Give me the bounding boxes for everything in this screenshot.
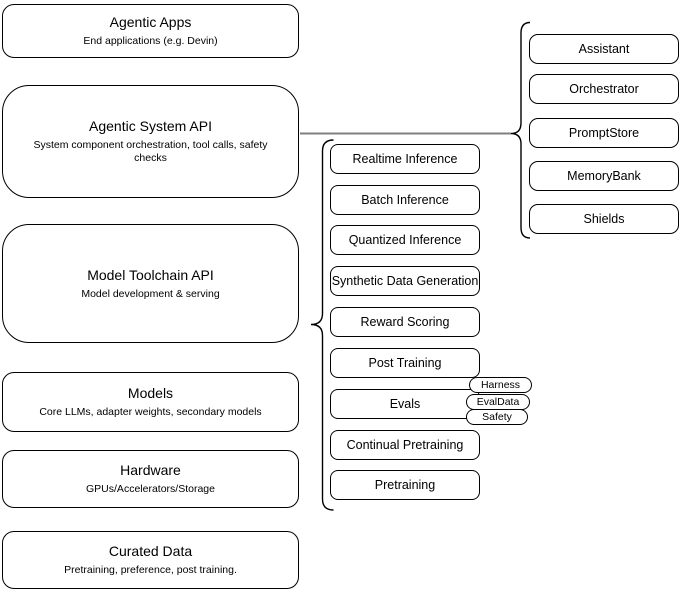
- node-title: Models: [127, 385, 174, 401]
- node-label: Shields: [583, 212, 625, 226]
- node-batch-inference: Batch Inference: [330, 185, 480, 215]
- node-label: Batch Inference: [361, 193, 449, 207]
- node-subtitle: End applications (e.g. Devin): [83, 35, 218, 47]
- node-continual-pretraining: Continual Pretraining: [330, 430, 480, 460]
- tag-harness: Harness: [469, 377, 532, 393]
- node-post-training: Post Training: [330, 348, 480, 378]
- node-hardware: Hardware GPUs/Accelerators/Storage: [2, 450, 299, 508]
- node-title: Curated Data: [108, 543, 193, 559]
- node-label: Pretraining: [374, 478, 436, 492]
- node-label: Evals: [389, 397, 421, 411]
- node-subtitle: Model development & serving: [81, 287, 220, 300]
- node-agentic-apps: Agentic Apps End applications (e.g. Devi…: [2, 4, 299, 58]
- system-brace: [510, 21, 531, 239]
- node-label: MemoryBank: [567, 169, 641, 183]
- node-label: Post Training: [368, 356, 442, 370]
- node-label: PromptStore: [568, 126, 640, 140]
- tag-label: Safety: [482, 411, 512, 423]
- node-shields: Shields: [529, 204, 679, 234]
- node-models: Models Core LLMs, adapter weights, secon…: [2, 372, 299, 432]
- node-label: Continual Pretraining: [346, 438, 464, 452]
- tag-label: Harness: [480, 379, 521, 391]
- node-agentic-system-api: Agentic System API System component orch…: [2, 85, 299, 198]
- node-assistant: Assistant: [529, 34, 679, 64]
- node-model-toolchain-api: Model Toolchain API Model development & …: [2, 224, 299, 343]
- node-subtitle: Pretraining, preference, post training.: [64, 564, 237, 576]
- node-reward-scoring: Reward Scoring: [330, 307, 480, 337]
- toolchain-brace: [310, 139, 334, 511]
- node-label: Assistant: [578, 42, 630, 56]
- node-evals: Evals: [330, 389, 480, 419]
- node-title: Agentic System API: [89, 118, 212, 134]
- node-synthetic-data-generation: Synthetic Data Generation: [330, 266, 480, 296]
- node-label: Realtime Inference: [352, 152, 458, 166]
- node-pretraining: Pretraining: [330, 470, 480, 500]
- tag-label: EvalData: [476, 396, 520, 408]
- node-subtitle: GPUs/Accelerators/Storage: [86, 483, 215, 495]
- node-label: Orchestrator: [569, 82, 639, 96]
- node-curated-data: Curated Data Pretraining, preference, po…: [2, 531, 299, 589]
- node-title: Hardware: [120, 462, 181, 478]
- node-label: Reward Scoring: [360, 315, 450, 329]
- node-label: Synthetic Data Generation: [331, 274, 479, 288]
- node-realtime-inference: Realtime Inference: [330, 144, 480, 174]
- tag-safety: Safety: [466, 409, 528, 425]
- node-title: Model Toolchain API: [87, 266, 214, 283]
- node-title: Agentic Apps: [109, 14, 192, 30]
- node-subtitle: System component orchestration, tool cal…: [33, 139, 268, 164]
- node-quantized-inference: Quantized Inference: [330, 225, 480, 255]
- node-subtitle: Core LLMs, adapter weights, secondary mo…: [39, 406, 262, 418]
- node-orchestrator: Orchestrator: [529, 74, 679, 104]
- node-promptstore: PromptStore: [529, 118, 679, 148]
- node-label: Quantized Inference: [348, 233, 462, 247]
- tag-evaldata: EvalData: [466, 394, 530, 410]
- node-memorybank: MemoryBank: [529, 161, 679, 191]
